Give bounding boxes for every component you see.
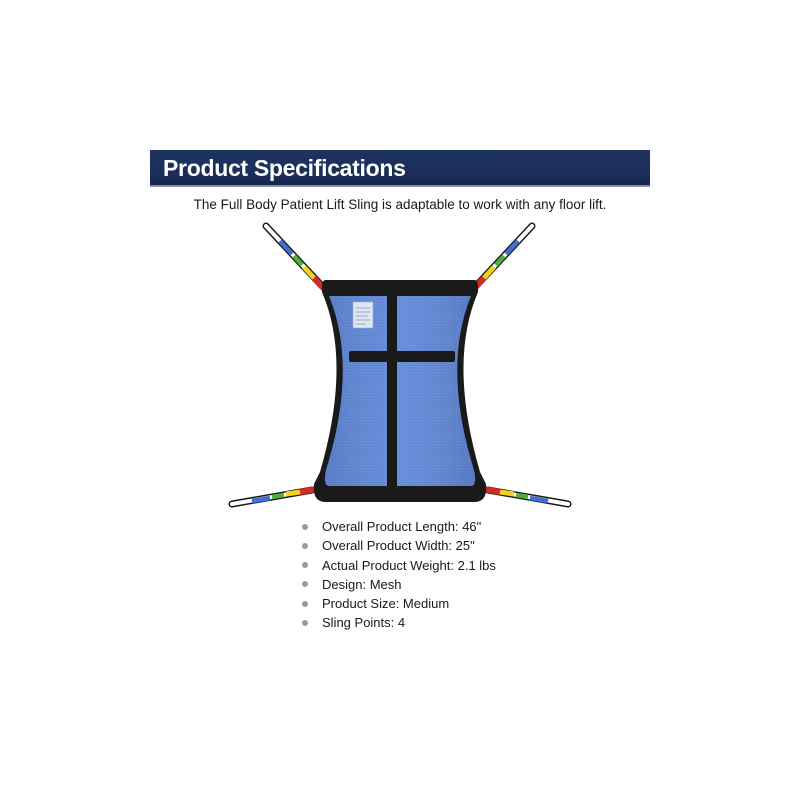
patient-lift-sling-image bbox=[228, 222, 572, 508]
bullet-dot-icon bbox=[302, 600, 308, 607]
sling-body bbox=[313, 280, 487, 502]
spec-text: Product Size: Medium bbox=[322, 596, 450, 612]
spec-text: Overall Product Length: 46" bbox=[322, 519, 482, 534]
strap-bottom-left bbox=[228, 486, 317, 508]
spec-text: Actual Product Weight: 2.1 lbs bbox=[322, 557, 496, 573]
section-header-banner: Product Specifications bbox=[150, 150, 650, 187]
product-description: The Full Body Patient Lift Sling is adap… bbox=[193, 197, 607, 212]
strap-top-right bbox=[469, 222, 536, 294]
bullet-dot-icon bbox=[302, 562, 308, 569]
bullet-dot-icon bbox=[302, 542, 308, 549]
section-title: Product Specifications bbox=[163, 155, 406, 181]
spec-text: Overall Product Width: 25" bbox=[322, 538, 475, 554]
bullet-dot-icon bbox=[302, 581, 308, 588]
strap-bottom-right bbox=[483, 486, 572, 508]
spec-text: Sling Points: 4 bbox=[322, 615, 406, 631]
spec-text: Design: Mesh bbox=[322, 576, 402, 592]
strap-top-left bbox=[262, 222, 329, 294]
bullet-dot-icon bbox=[302, 523, 308, 530]
bullet-dot-icon bbox=[302, 619, 308, 626]
